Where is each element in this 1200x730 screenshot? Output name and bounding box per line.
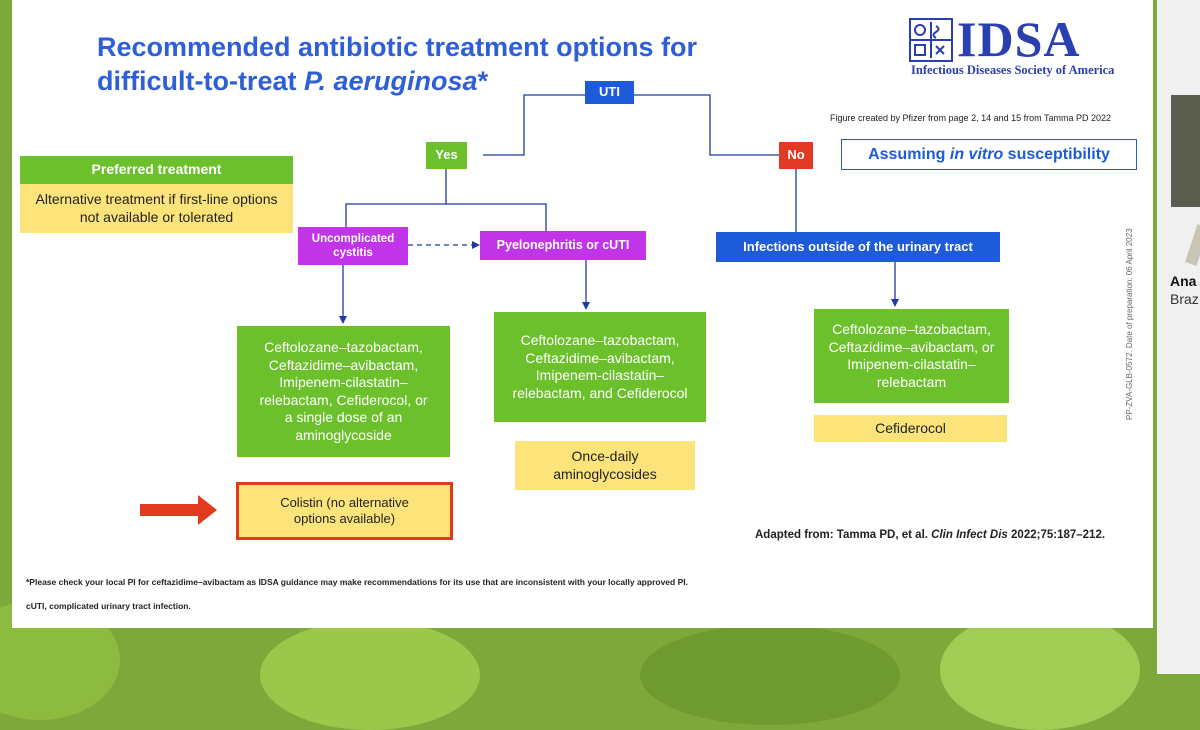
reference-prefix: Adapted from: Tamma PD, et al. [755, 529, 932, 541]
speaker-panel: Ana Braz [1157, 0, 1200, 674]
node-uncomplicated-cystitis: Uncomplicated cystitis [298, 227, 408, 265]
speaker-video-thumbnail [1171, 95, 1200, 266]
uncomplicated-preferred-treatment: Ceftolozane–tazobactam, Ceftazidime–avib… [237, 326, 450, 457]
connector-yes-split [345, 169, 447, 227]
reference-citation: Adapted from: Tamma PD, et al. Clin Infe… [755, 529, 1105, 541]
assumption-italic: in vitro [949, 145, 1004, 163]
slide-title: Recommended antibiotic treatment options… [97, 30, 697, 98]
title-organism: P. aeruginosa [303, 66, 478, 96]
title-line-2-prefix: difficult-to-treat [97, 66, 304, 96]
idsa-logo: IDSA Infectious Diseases Society of Amer… [909, 11, 1141, 82]
caduceus-emblem-icon [909, 18, 953, 62]
connector-yes-pyelo [446, 203, 547, 231]
logo-subtitle: Infectious Diseases Society of America [911, 63, 1115, 77]
background-blob [940, 610, 1140, 730]
node-pyelonephritis: Pyelonephritis or cUTI [480, 231, 646, 260]
reference-journal: Clin Infect Dis [931, 529, 1008, 541]
reference-suffix: 2022;75:187–212. [1007, 529, 1106, 541]
pyelo-preferred-treatment: Ceftolozane–tazobactam, Ceftazidime–avib… [494, 312, 706, 422]
node-outside-urinary: Infections outside of the urinary tract [716, 232, 1000, 262]
title-line-1: Recommended antibiotic treatment options… [97, 32, 698, 62]
red-arrow-icon [140, 495, 217, 525]
speaker-name: Ana [1170, 273, 1197, 289]
outside-alternative-treatment: Cefiderocol [814, 415, 1007, 442]
connector-uti-yes [483, 94, 585, 156]
speaker-caption: Ana Braz [1170, 272, 1199, 308]
outside-preferred-treatment: Ceftolozane–tazobactam, Ceftazidime–avib… [814, 309, 1009, 403]
node-yes: Yes [426, 142, 467, 169]
node-no: No [779, 142, 813, 169]
assumption-note: Assuming in vitro susceptibility [841, 139, 1137, 170]
assumption-suffix: susceptibility [1003, 145, 1110, 163]
connector-uti-no [634, 94, 779, 156]
speaker-location: Braz [1170, 291, 1199, 307]
logo-wordmark: IDSA [957, 11, 1081, 67]
pyelo-alternative-treatment: Once-daily aminoglycosides [515, 441, 695, 490]
presentation-slide: Recommended antibiotic treatment options… [12, 0, 1153, 628]
title-asterisk: * [477, 66, 489, 96]
figure-credit: Figure created by Pfizer from page 2, 14… [830, 113, 1111, 123]
footnote-abbreviation: cUTI, complicated urinary tract infectio… [26, 601, 191, 611]
background-blob [260, 620, 480, 730]
legend-alternative: Alternative treatment if first-line opti… [20, 184, 293, 233]
flowchart-connectors [140, 94, 899, 525]
background-blob [640, 625, 900, 725]
uncomplicated-alternative-treatment: Colistin (no alternative options availab… [236, 482, 453, 540]
node-uti: UTI [585, 81, 634, 104]
footnote-asterisk: *Please check your local PI for ceftazid… [26, 577, 688, 587]
assumption-prefix: Assuming [868, 145, 950, 163]
video-highlight [1185, 224, 1200, 266]
legend-preferred: Preferred treatment [20, 156, 293, 184]
